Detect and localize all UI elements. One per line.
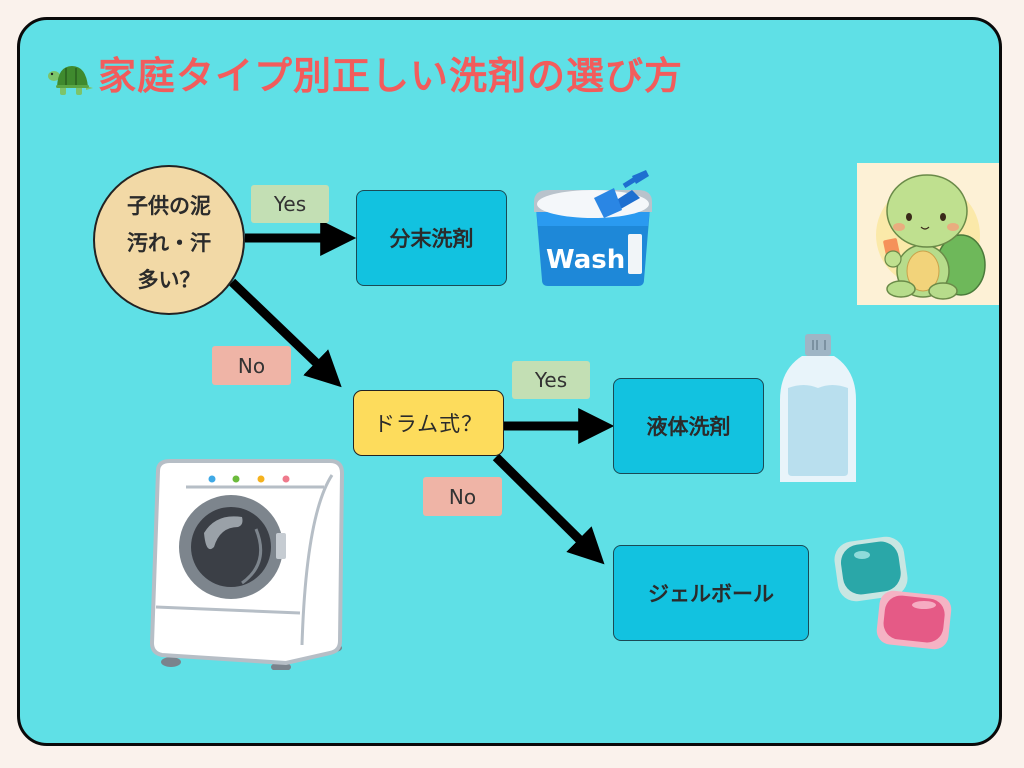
gel-ball-illustration [834,536,952,650]
turtle-mascot-illustration [857,163,999,305]
result-gel-ball: ジェルボール [613,545,809,641]
edge-label-yes: Yes [512,361,590,399]
result-powder-detergent: 分末洗剤 [356,190,507,286]
edge-label-no: No [423,477,502,516]
edge-label-yes: Yes [251,185,329,223]
decision-drum-type: ドラム式？ [353,390,504,456]
question-line: 汚れ・汗 [127,230,211,255]
turtle-icon [48,66,93,95]
liquid-detergent-bottle-illustration [780,334,856,482]
wash-label: Wash [546,245,625,275]
result-liquid-detergent: 液体洗剤 [613,378,764,474]
question-line: 多い？ [137,267,201,292]
edge-label-no: No [212,346,291,385]
question-line: 子供の泥 [127,193,211,218]
start-question-node: 子供の泥 汚れ・汗 多い？ [93,165,245,315]
drum-washing-machine-illustration [149,459,345,670]
powder-detergent-illustration: Wash [534,170,652,286]
title-row: 家庭タイプ別正しい洗剤の選び方 [46,42,683,102]
page-title: 家庭タイプ別正しい洗剤の選び方 [98,53,684,98]
